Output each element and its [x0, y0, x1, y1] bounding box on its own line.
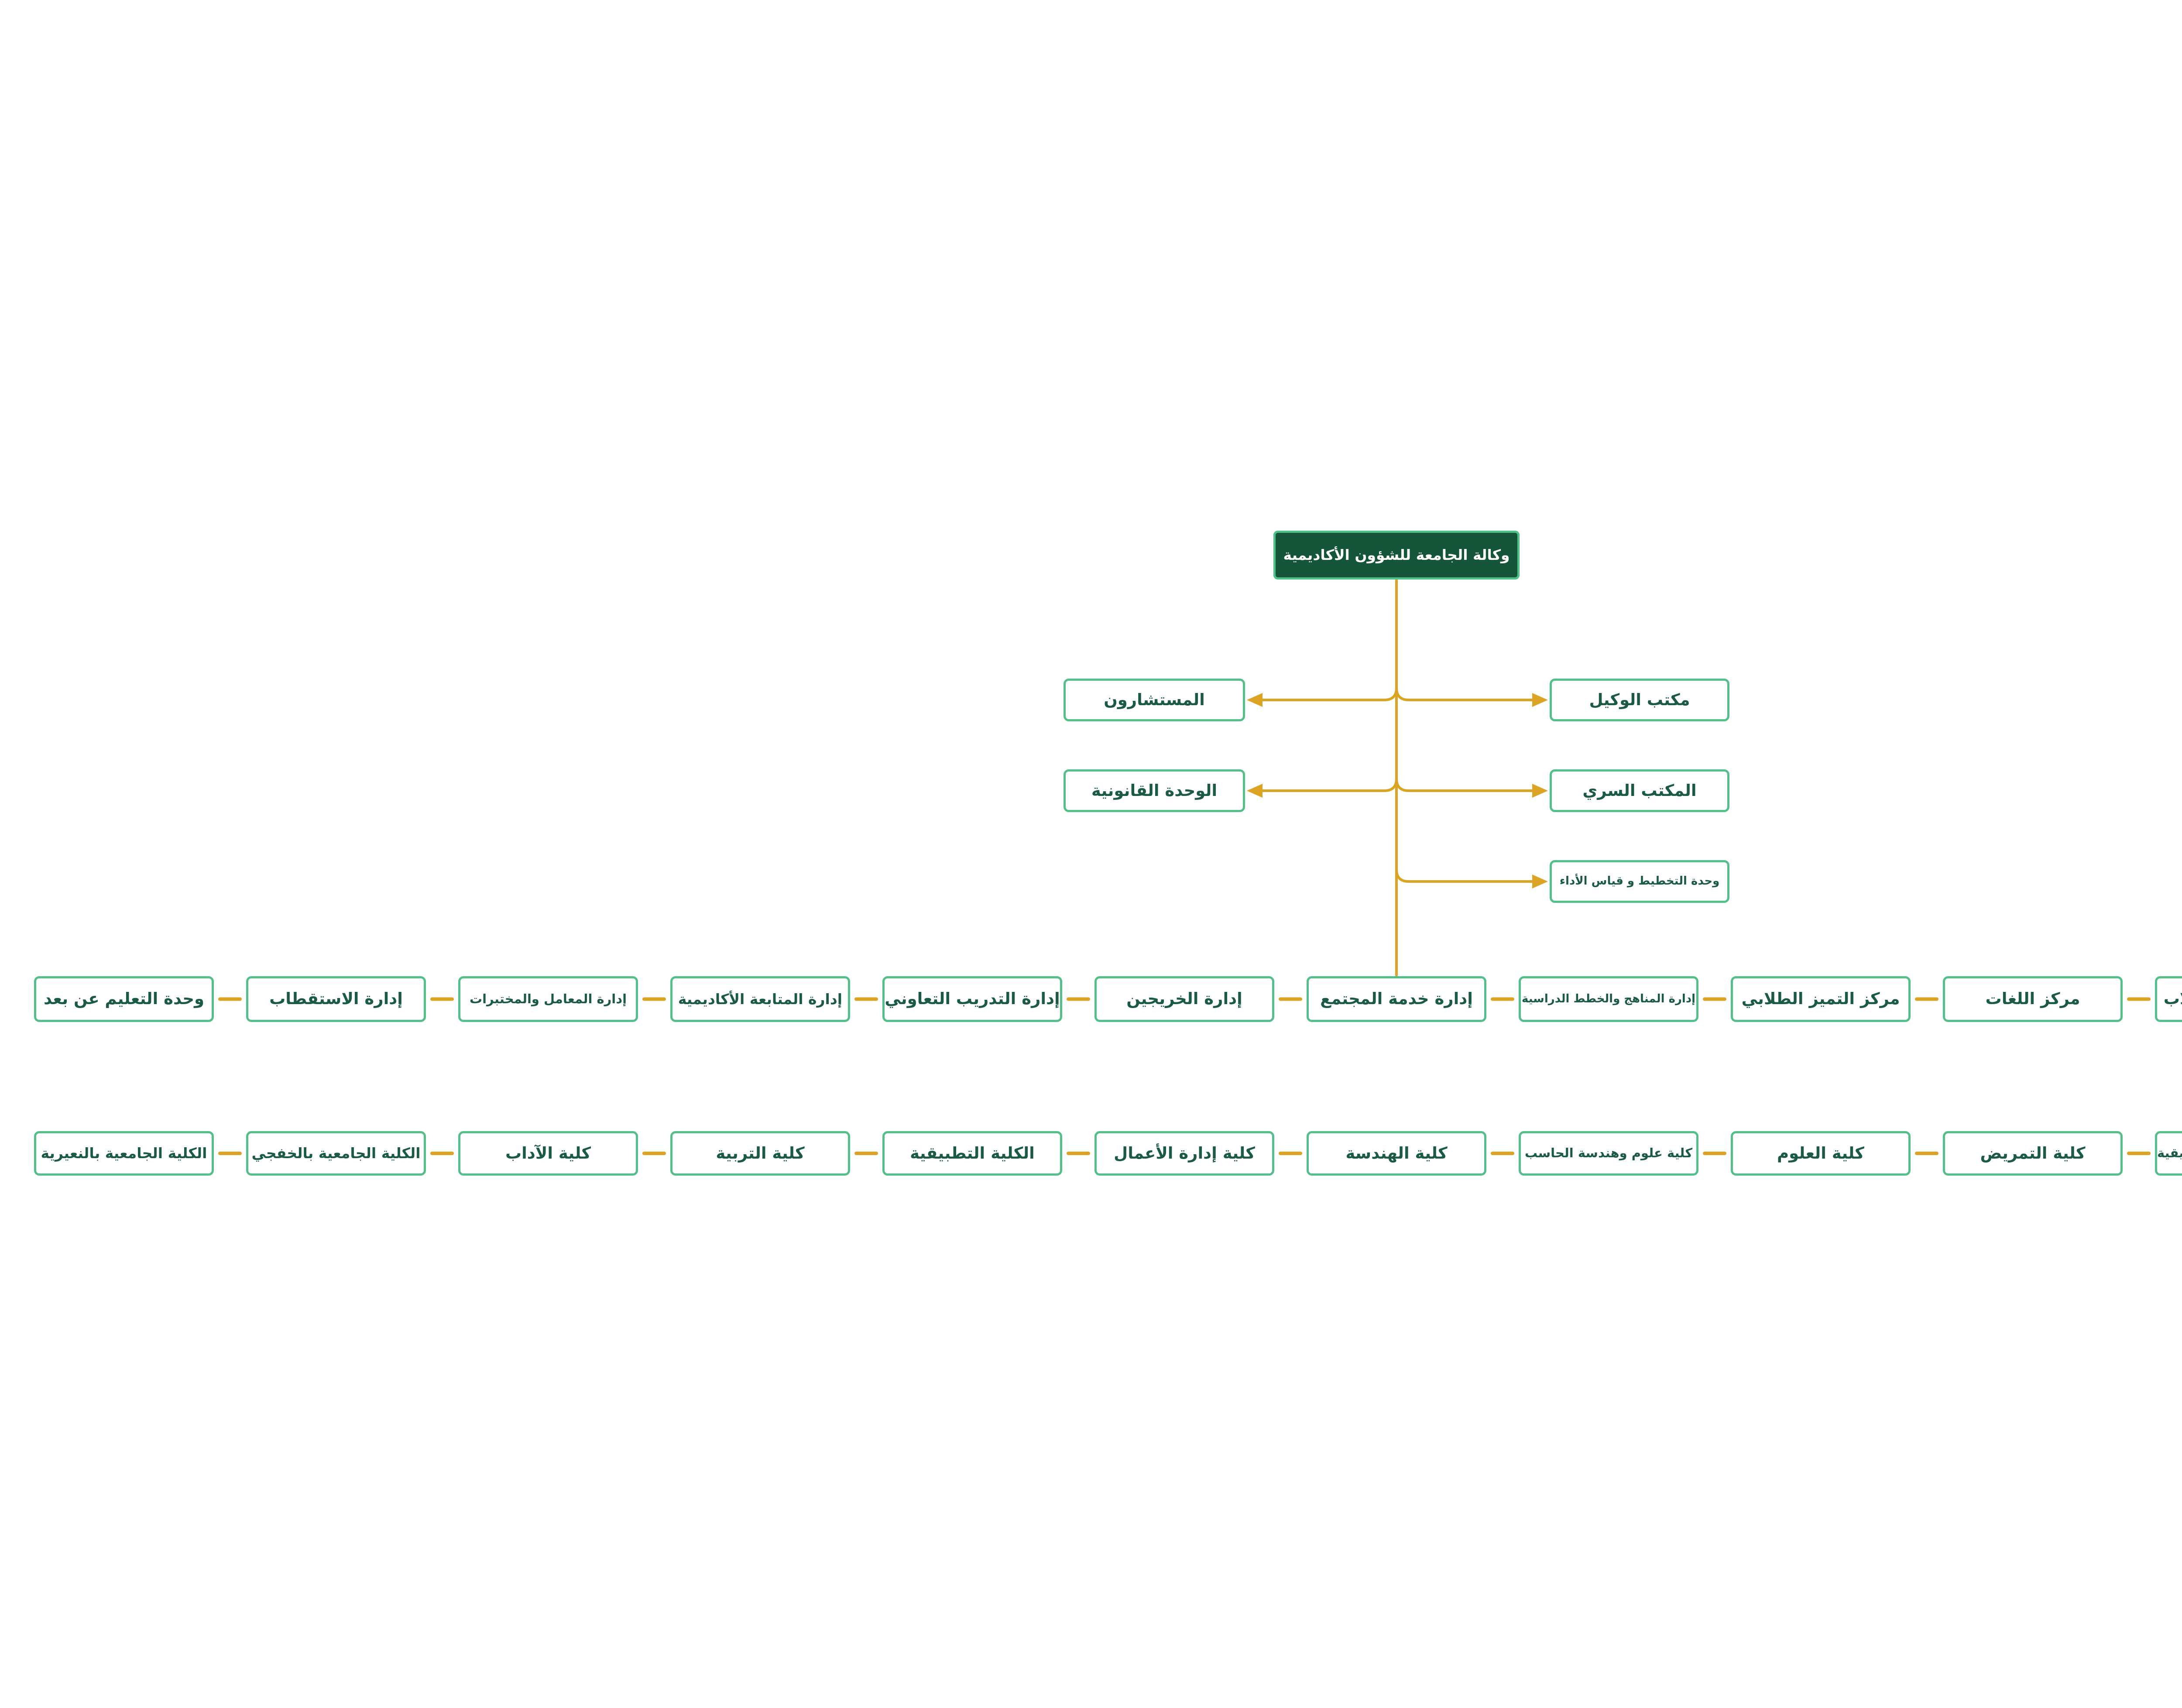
department-node: إدارة التدريب التعاوني	[882, 976, 1062, 1022]
department-node: إدارة المعامل والمختبرات	[458, 976, 638, 1022]
node-vice-president-office: مكتب الوكيل	[1550, 679, 1729, 721]
college-node: كلية العلوم	[1731, 1131, 1911, 1176]
department-node: إدارة خدمة المجتمع	[1307, 976, 1486, 1022]
college-node: الكلية الجامعية بالنعيرية	[34, 1131, 214, 1176]
college-node: كلية التمريض	[1943, 1131, 2123, 1176]
department-node: إدارة المتابعة الأكاديمية	[670, 976, 850, 1022]
node-confidential-office: المكتب السري	[1550, 769, 1729, 812]
department-node: مركز التميز الطلابي	[1731, 976, 1911, 1022]
college-node: كلية الآداب	[458, 1131, 638, 1176]
node-planning-performance-measurement-unit: وحدة التخطيط و قياس الأداء	[1550, 860, 1729, 903]
department-node: وحدة التعليم عن بعد	[34, 976, 214, 1022]
department-node: إدارة الخريجين	[1094, 976, 1274, 1022]
college-node: كلية الهندسة	[1307, 1131, 1486, 1176]
college-node: كلية التربية	[670, 1131, 850, 1176]
root-node-academic-affairs-vice-presidency: وكالة الجامعة للشؤون الأكاديمية	[1273, 531, 1520, 580]
node-consultants: المستشارون	[1064, 679, 1245, 721]
department-node: مركز اللغات	[1943, 976, 2123, 1022]
college-node: كلية إدارة الأعمال	[1094, 1131, 1274, 1176]
college-node: كلية العلوم الطبية التطبيقية	[2155, 1131, 2182, 1176]
college-node: كلية علوم وهندسة الحاسب	[1519, 1131, 1698, 1176]
college-node: الكلية الجامعية بالخفجي	[246, 1131, 426, 1176]
node-legal-unit: الوحدة القانونية	[1064, 769, 1245, 812]
department-node: عمادة شؤون الطلاب	[2155, 976, 2182, 1022]
college-node: الكلية التطبيقية	[882, 1131, 1062, 1176]
department-node: إدارة المناهج والخطط الدراسية	[1519, 976, 1698, 1022]
department-node: إدارة الاستقطاب	[246, 976, 426, 1022]
